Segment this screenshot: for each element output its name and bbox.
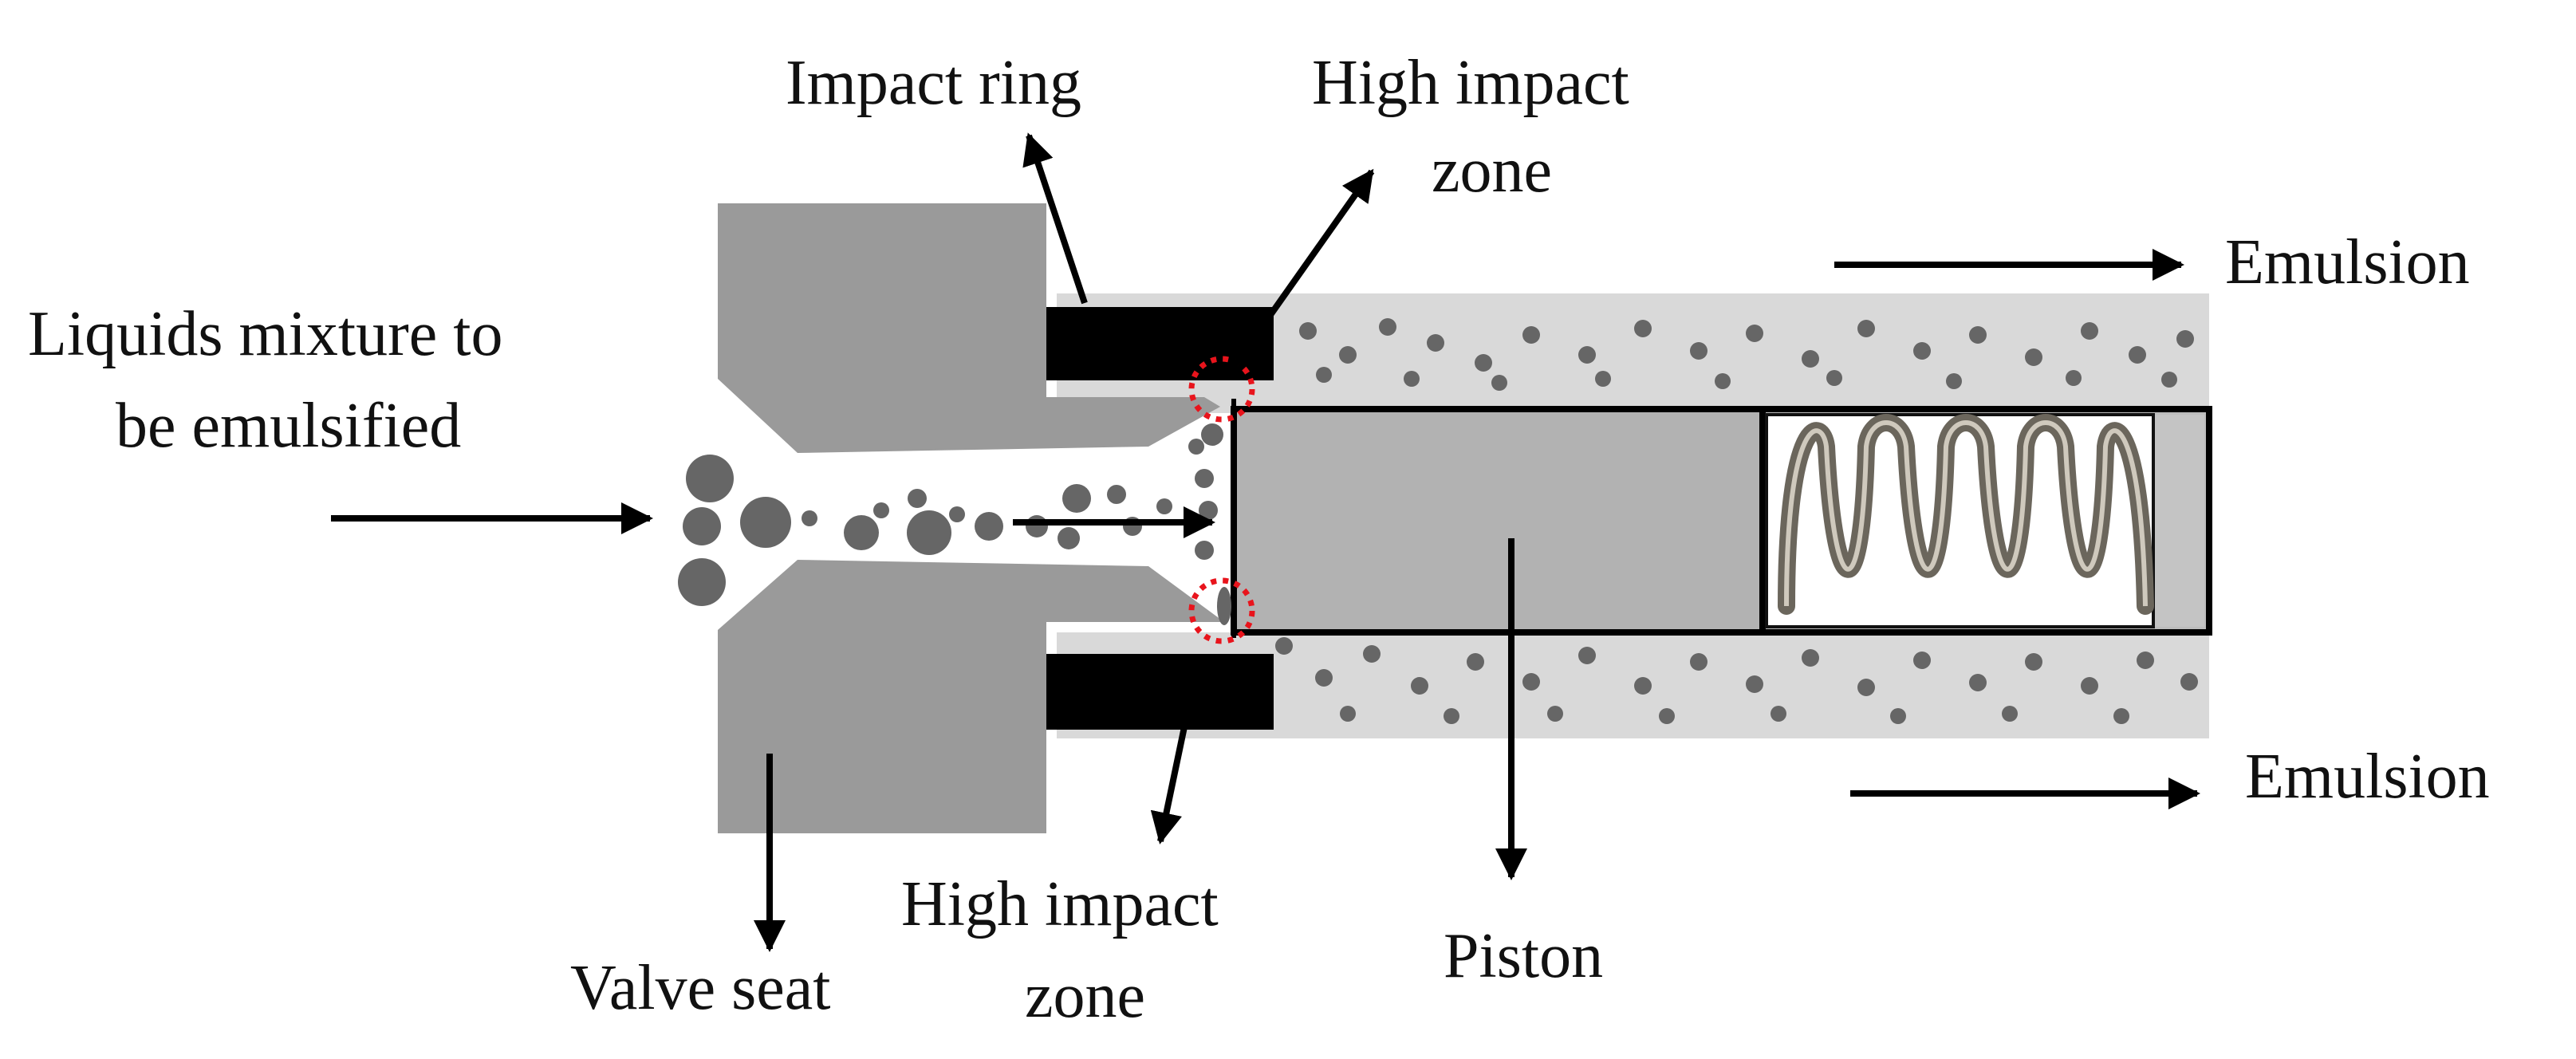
high-impact-zone-bottom-arrow bbox=[1150, 669, 1199, 844]
impact-ring-bottom bbox=[1046, 654, 1274, 730]
high-impact-zone-top-arrow bbox=[1225, 168, 1375, 377]
emulsion-droplets-bottom bbox=[1275, 637, 2198, 724]
valve-seat-label: Valve seat bbox=[570, 953, 831, 1023]
arrows bbox=[331, 132, 2200, 952]
impact-zone-marker-bottom bbox=[1188, 577, 1255, 644]
coil-spring-highlight bbox=[1784, 420, 2148, 607]
impact-ring-top bbox=[1046, 307, 1274, 380]
impact-zone-marker-top bbox=[1188, 356, 1255, 423]
mixture-droplets bbox=[678, 423, 1231, 625]
emulsion-bottom-label: Emulsion bbox=[2245, 742, 2490, 812]
impact-ring-arrow bbox=[1022, 132, 1088, 305]
emulsion-top-label: Emulsion bbox=[2225, 227, 2470, 297]
liquids-mixture-label-line2: be emulsified bbox=[116, 391, 461, 461]
impact-ring-label: Impact ring bbox=[786, 48, 1081, 118]
piston-label: Piston bbox=[1444, 921, 1603, 991]
high-impact-zone-bottom-label-line1: High impact bbox=[901, 869, 1219, 939]
emulsion-droplets-top bbox=[1299, 318, 2194, 391]
valve-seat-upper bbox=[718, 203, 1220, 453]
piston bbox=[1231, 406, 1771, 636]
high-impact-zone-top-label-line2: zone bbox=[1432, 136, 1552, 206]
piston-end-cap bbox=[2155, 415, 2204, 627]
liquids-mixture-label-line1: Liquids mixture to bbox=[28, 299, 503, 369]
high-impact-zone-top-label-line1: High impact bbox=[1312, 48, 1629, 118]
valve-seat-lower bbox=[718, 560, 1224, 833]
high-impact-zone-bottom-label-line2: zone bbox=[1025, 961, 1145, 1031]
